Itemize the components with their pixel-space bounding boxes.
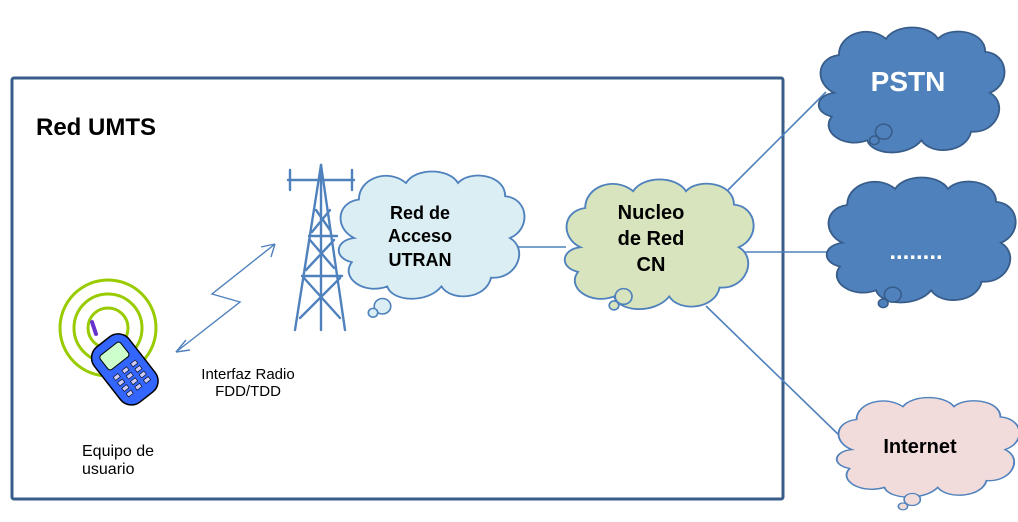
other-network-cloud-label: ........ bbox=[889, 238, 943, 265]
network-title: Red UMTS bbox=[36, 114, 156, 141]
internet-cloud-label: Internet bbox=[883, 436, 957, 458]
pstn-cloud-label: PSTN bbox=[870, 66, 946, 97]
radio-interface-label-line1: Interfaz Radio bbox=[201, 366, 295, 383]
user-equipment-label-line2: usuario bbox=[82, 461, 135, 479]
radio-interface-label-line2: FDD/TDD bbox=[215, 383, 281, 401]
core-network-cloud bbox=[563, 178, 755, 311]
connection-lines bbox=[508, 91, 843, 439]
radio-interface-label: Interfaz Radio FDD/TDD bbox=[184, 366, 312, 401]
umts-network-frame bbox=[10, 76, 785, 501]
utran-cloud-label: Red de Acceso UTRAN bbox=[360, 202, 480, 272]
other-network-cloud bbox=[825, 176, 1017, 309]
core-cloud-label: Nucleo de Red CN bbox=[586, 200, 716, 278]
utran-label-line1: Red de bbox=[389, 203, 450, 223]
utran-label-line2: Acceso bbox=[387, 226, 453, 247]
utran-cloud bbox=[337, 170, 526, 318]
link-core-internet bbox=[705, 305, 843, 439]
utran-label-line3: UTRAN bbox=[388, 249, 452, 270]
antenna-tower-icon bbox=[286, 163, 356, 332]
internet-cloud bbox=[835, 396, 1018, 511]
core-label-line3: CN bbox=[636, 254, 666, 276]
core-label-line1: Nucleo bbox=[617, 202, 685, 224]
pstn-cloud bbox=[817, 26, 1006, 154]
user-equipment-label: Equipo de usuario bbox=[82, 443, 154, 480]
core-label-line2: de Red bbox=[617, 228, 685, 250]
mobile-phone-icon bbox=[58, 278, 159, 406]
link-core-pstn bbox=[727, 91, 827, 191]
radio-link-arrow bbox=[175, 243, 276, 353]
user-equipment-label-line1: Equipo de bbox=[82, 443, 155, 460]
